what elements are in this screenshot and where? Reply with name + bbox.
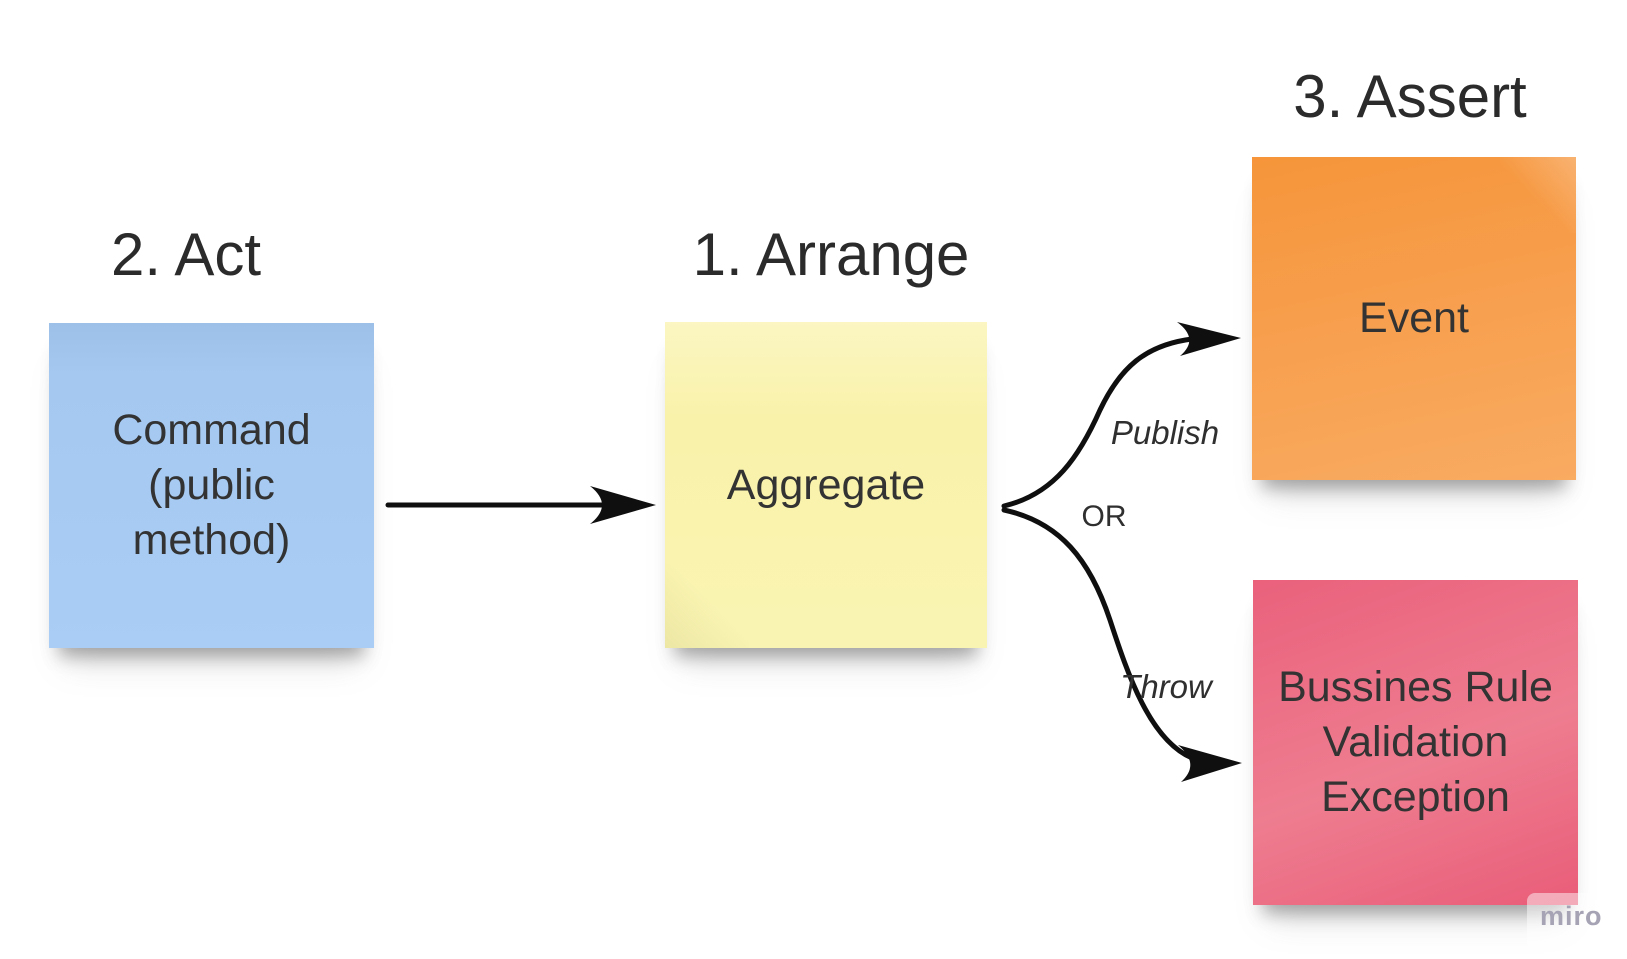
- sticky-note-event[interactable]: Event: [1252, 157, 1576, 480]
- step-title-act[interactable]: 2. Act: [110, 221, 262, 288]
- sticky-note-event-text: Event: [1359, 294, 1469, 342]
- connector-aggregate-throw-exception[interactable]: [1001, 507, 1242, 782]
- connector-line[interactable]: [1001, 507, 1195, 761]
- miro-logo: miro: [1540, 901, 1603, 931]
- sticky-note-aggregate-text: Aggregate: [726, 460, 926, 509]
- connector-line[interactable]: [1001, 336, 1195, 509]
- sticky-note-aggregate[interactable]: Aggregate: [665, 322, 987, 648]
- connector-label-throw[interactable]: Throw: [1120, 668, 1212, 705]
- arrowhead-right[interactable]: [590, 486, 656, 524]
- step-title-arrange[interactable]: 1. Arrange: [692, 221, 970, 288]
- connector-command-to-aggregate[interactable]: [385, 486, 656, 524]
- connector-label-publish[interactable]: Publish: [1110, 414, 1220, 451]
- arrowhead-right[interactable]: [1177, 322, 1241, 356]
- connector-aggregate-publish-event[interactable]: [1001, 322, 1241, 509]
- sticky-note-command[interactable]: Command (public method): [49, 323, 374, 648]
- connector-label-or[interactable]: OR: [1081, 500, 1127, 533]
- sticky-note-command-text: Command (public method): [112, 406, 311, 564]
- miro-watermark: miro: [1527, 893, 1627, 959]
- arrowhead-right[interactable]: [1178, 745, 1242, 782]
- sticky-note-exception-text: Bussines Rule Validation Exception: [1278, 663, 1553, 821]
- step-title-assert[interactable]: 3. Assert: [1293, 63, 1527, 130]
- sticky-note-exception[interactable]: Bussines Rule Validation Exception: [1253, 580, 1578, 905]
